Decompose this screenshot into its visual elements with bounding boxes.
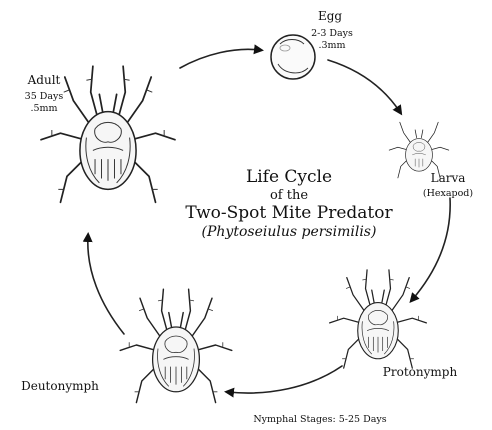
title-line-3: Two-Spot Mite Predator: [185, 203, 393, 223]
arrow-adult-to-egg: [180, 49, 260, 68]
egg-duration: 2-3 Days: [311, 28, 353, 39]
nymphal-stages-note: Nymphal Stages: 5-25 Days: [253, 414, 386, 425]
diagram-title: Life Cycle of the Two-Spot Mite Predator…: [185, 167, 393, 240]
title-line-1: Life Cycle: [246, 167, 332, 187]
protonymph-illustration: [330, 270, 427, 368]
protonymph-label: Protonymph: [383, 365, 458, 379]
title-latin-name: (Phytoseiulus persimilis): [202, 224, 377, 240]
adult-duration: 35 Days: [25, 91, 64, 102]
egg-label: Egg: [318, 9, 342, 23]
arrow-protonymph-to-deutonymph: [228, 366, 342, 393]
arrow-egg-to-larva: [328, 60, 400, 112]
arrow-deutonymph-to-adult: [88, 236, 124, 334]
larva-label: Larva: [431, 171, 466, 185]
title-line-2: of the: [270, 188, 308, 203]
adult-label: Adult: [27, 73, 61, 87]
deutonymph-label: Deutonymph: [21, 379, 99, 393]
larva-illustration: [389, 122, 449, 178]
arrow-larva-to-protonymph: [412, 198, 450, 300]
egg-size: .3mm: [318, 40, 345, 51]
egg-illustration: [271, 35, 315, 79]
adult-size: .5mm: [30, 103, 57, 114]
adult-illustration: [41, 66, 175, 202]
larva-note: (Hexapod): [423, 188, 473, 199]
deutonymph-illustration: [120, 289, 232, 402]
